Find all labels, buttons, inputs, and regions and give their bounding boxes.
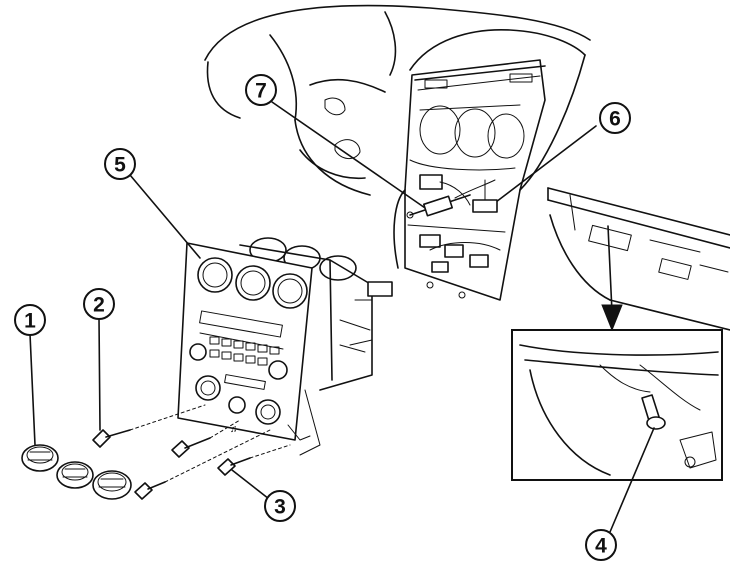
screws-group [92, 404, 291, 500]
detail-inset [511, 329, 723, 533]
screw-c [134, 481, 166, 500]
svg-text:1: 1 [24, 310, 36, 333]
callout-leaders [29, 101, 597, 507]
callout-5: 5 [104, 148, 136, 180]
knobs-group [21, 444, 132, 500]
callout-3: 3 [264, 490, 296, 522]
center-panel: ♫ [177, 237, 393, 456]
right-dash [547, 187, 730, 332]
callout-7: 7 [245, 74, 277, 106]
svg-text:3: 3 [274, 496, 286, 519]
radio-buttons [209, 336, 280, 366]
svg-text:♫: ♫ [230, 424, 238, 435]
connector-6 [472, 199, 498, 213]
svg-text:2: 2 [93, 294, 105, 317]
svg-text:4: 4 [595, 535, 607, 558]
console-cavity [393, 29, 586, 301]
callout-6: 6 [599, 102, 631, 134]
callout-4: 4 [585, 529, 617, 561]
screw-a [92, 429, 131, 448]
panel-connector [367, 281, 393, 297]
svg-text:6: 6 [609, 108, 621, 131]
knob-3 [92, 470, 132, 500]
dashboard-outline [204, 4, 591, 196]
knob-1 [21, 444, 59, 472]
svg-text:5: 5 [114, 154, 126, 177]
callout-2: 2 [83, 288, 115, 320]
callout-1: 1 [14, 304, 46, 336]
knob-2 [56, 461, 94, 489]
connector-upper-left [419, 174, 443, 190]
screw-d [217, 457, 251, 476]
svg-text:7: 7 [255, 80, 267, 103]
screw-b [171, 437, 211, 458]
